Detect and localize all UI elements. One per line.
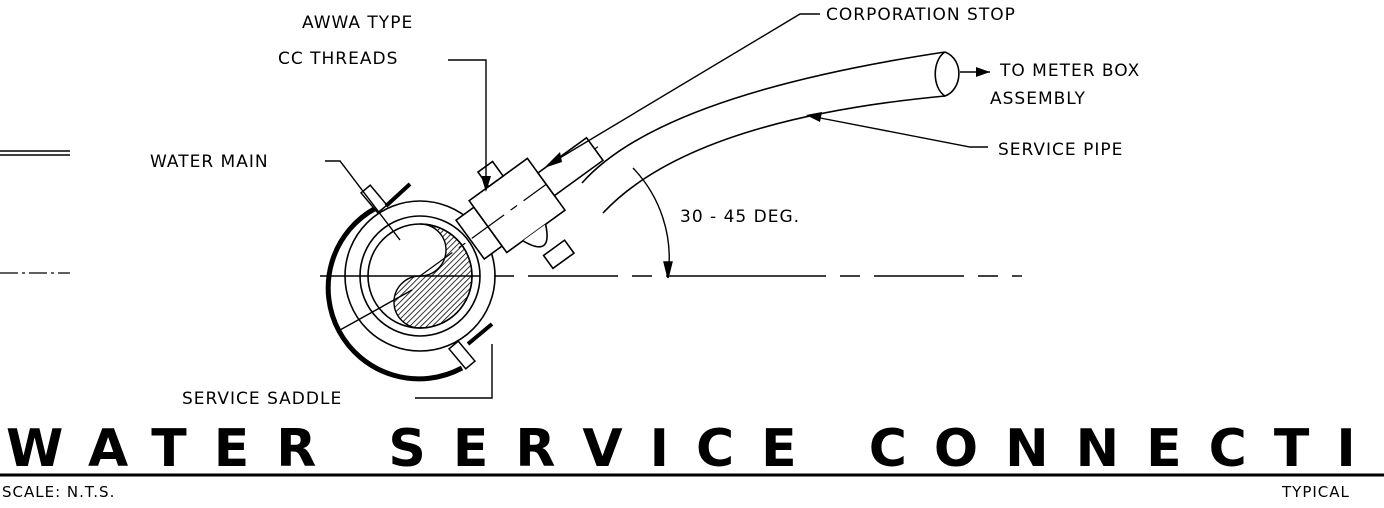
typical-note: TYPICAL: [1281, 483, 1350, 501]
leaders: [325, 13, 990, 399]
main-hatch-area: [393, 223, 473, 329]
service-pipe: [581, 51, 960, 214]
water-main: [325, 182, 496, 382]
label-service-pipe: SERVICE PIPE: [998, 140, 1123, 160]
leader-corp: [547, 13, 820, 166]
leader-saddle: [415, 344, 493, 399]
drawing-title: WATER SERVICE CONNECTION: [6, 419, 1384, 479]
angle-indicator: [632, 167, 673, 279]
label-angle: 30 - 45 DEG.: [680, 207, 800, 227]
corporation-stop: [419, 136, 605, 277]
leader-water-main: [325, 160, 401, 241]
label-to-meter-1: TO METER BOX: [999, 61, 1140, 81]
label-awwa-2: CC THREADS: [278, 49, 398, 69]
label-corporation-stop: CORPORATION STOP: [826, 5, 1016, 25]
saddle-bolt-bottom: [447, 322, 494, 370]
label-service-saddle: SERVICE SADDLE: [182, 389, 342, 409]
left-edge-lines: [0, 150, 70, 274]
saddle-outer: [344, 200, 496, 352]
scale-note: SCALE: N.T.S.: [2, 483, 115, 501]
main-pipe-outer: [359, 215, 481, 337]
label-to-meter-2: ASSEMBLY: [990, 89, 1086, 109]
label-water-main: WATER MAIN: [150, 152, 269, 172]
stop-outlet: [536, 136, 605, 197]
main-diagonal-lower: [339, 289, 413, 331]
leader-awwa: [448, 59, 487, 188]
label-awwa-1: AWWA TYPE: [302, 13, 413, 33]
stop-key-foot: [542, 239, 576, 270]
saddle-bolt-top: [359, 182, 412, 214]
stop-key-bottom: [522, 224, 548, 248]
saddle-strap: [325, 205, 464, 382]
leader-service-pipe: [809, 115, 988, 148]
pipe-break: [934, 51, 960, 97]
